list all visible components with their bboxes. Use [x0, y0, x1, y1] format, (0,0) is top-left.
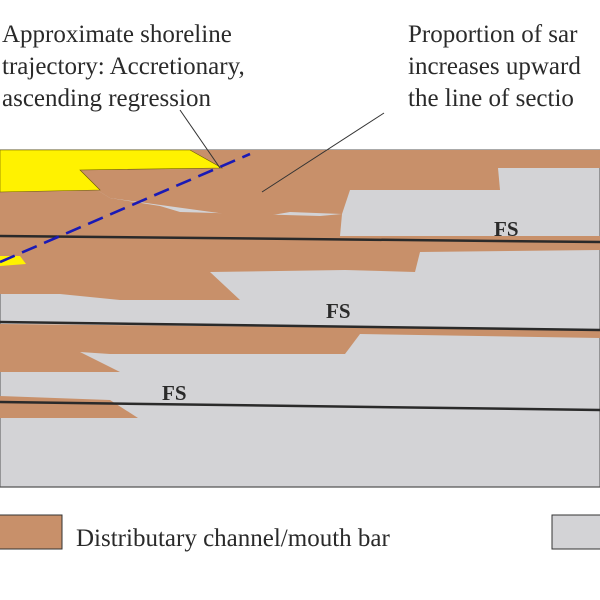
annotation-line: increases upward: [408, 53, 581, 80]
fs-label-2: FS: [326, 299, 351, 323]
channel-tongue-3: [0, 324, 600, 372]
shoreline-trajectory: [0, 152, 251, 264]
annotation-line: the line of sectio: [408, 85, 574, 112]
annotation-line: ascending regression: [2, 85, 211, 112]
annotation-sand-proportion: Proportion of sar increases upward the lin…: [408, 19, 581, 115]
annotation-shoreline-trajectory: Approximate shoreline trajectory: Accreti…: [2, 19, 245, 115]
fs-label-3: FS: [162, 381, 187, 405]
channel-tongue-2: [0, 190, 600, 300]
annotation-line: trajectory: Accretionary,: [2, 53, 245, 80]
annotation-line: Approximate shoreline: [2, 21, 232, 48]
annotation-line: Proportion of sar: [408, 21, 578, 48]
flooding-surface-3: [0, 400, 600, 412]
shoreface-sand-upper: [0, 149, 224, 193]
fs-label-1: FS: [494, 217, 519, 241]
flooding-surface-1: [0, 234, 600, 244]
leader-line-shoreline: [179, 109, 221, 169]
flooding-surface-2: [0, 320, 600, 332]
legend-label-channel: Distributary channel/mouth bar: [76, 525, 390, 552]
legend-swatch-prodelta: [551, 514, 600, 550]
legend-swatch-channel: [0, 514, 63, 550]
leader-line-proportion: [261, 112, 385, 193]
